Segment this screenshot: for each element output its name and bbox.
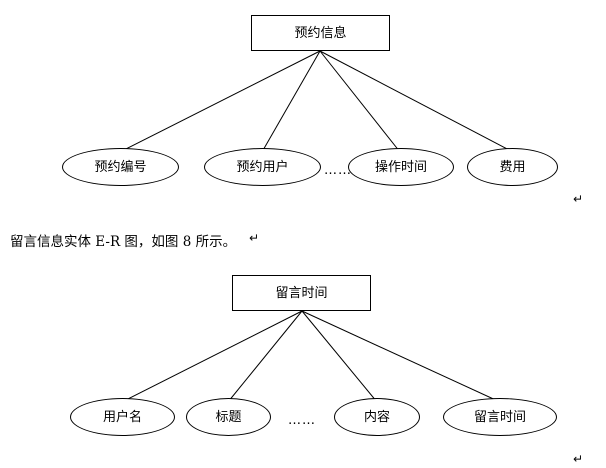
paragraph-mark-3: ↵ bbox=[573, 452, 584, 466]
attribute-ellipse-title: 标题 bbox=[186, 398, 271, 436]
attribute-label: 操作时间 bbox=[374, 159, 427, 175]
attribute-ellipse-content: 内容 bbox=[334, 398, 420, 436]
entity-box-appointment: 预约信息 bbox=[251, 15, 390, 51]
ellipsis-message: …… bbox=[288, 413, 316, 428]
paragraph-mark-1: ↵ bbox=[573, 192, 584, 206]
entity-label: 预约信息 bbox=[294, 25, 347, 41]
attribute-ellipse-fee: 费用 bbox=[467, 148, 558, 186]
attribute-ellipse-appointment-number: 预约编号 bbox=[62, 148, 179, 186]
attribute-ellipse-username: 用户名 bbox=[70, 398, 175, 436]
attribute-label: 用户名 bbox=[102, 409, 142, 425]
attribute-label: 预约用户 bbox=[236, 159, 289, 175]
attribute-ellipse-appointment-user: 预约用户 bbox=[204, 148, 321, 186]
ellipsis-appointment: …… bbox=[324, 163, 352, 178]
attribute-ellipse-operation-time: 操作时间 bbox=[348, 148, 454, 186]
entity-box-message: 留言时间 bbox=[232, 275, 371, 311]
attribute-label: 内容 bbox=[363, 409, 390, 425]
attribute-label: 预约编号 bbox=[94, 159, 147, 175]
attribute-label: 标题 bbox=[215, 409, 242, 425]
entity-label: 留言时间 bbox=[275, 285, 328, 301]
attribute-ellipse-message-time: 留言时间 bbox=[443, 398, 557, 436]
attribute-label: 留言时间 bbox=[473, 409, 526, 425]
figure-caption: 留言信息实体 E-R 图，如图 8 所示。 bbox=[10, 234, 237, 250]
attribute-label: 费用 bbox=[499, 159, 526, 175]
paragraph-mark-2: ↵ bbox=[249, 231, 260, 245]
